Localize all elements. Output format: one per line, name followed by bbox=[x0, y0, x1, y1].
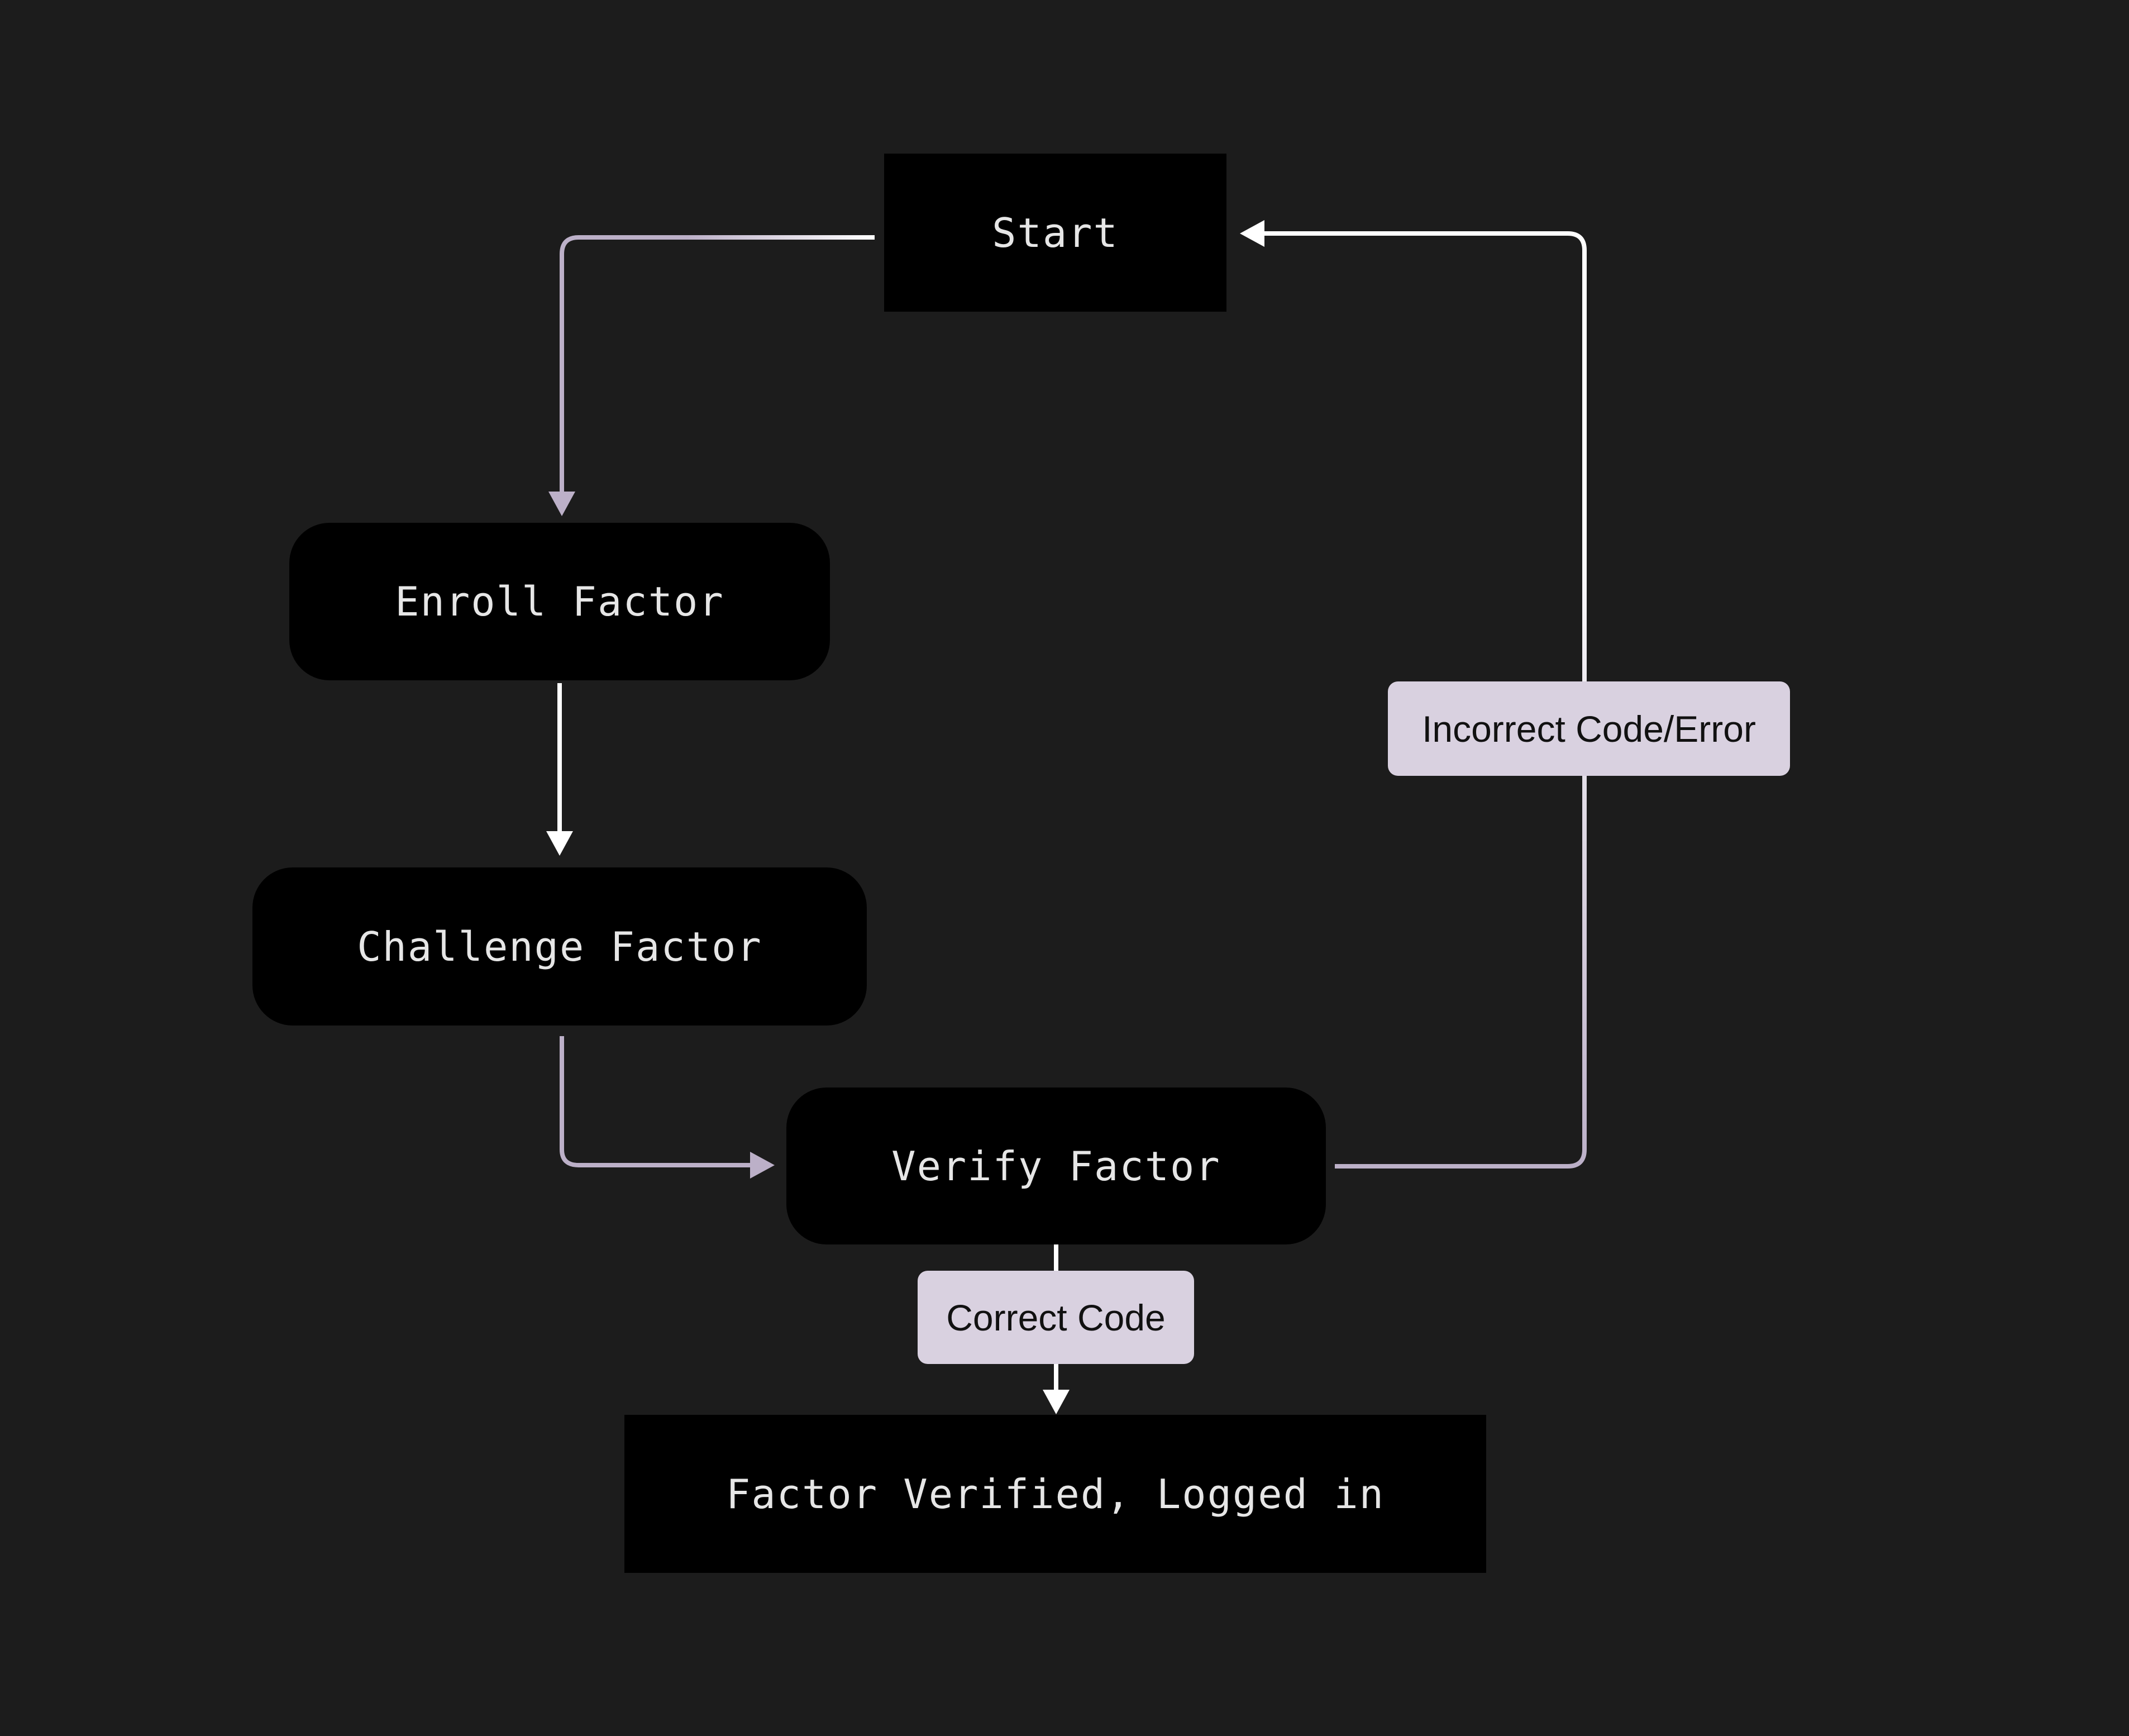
node-factor-verified: Factor Verified, Logged in bbox=[624, 1415, 1486, 1573]
node-verify-factor: Verify Factor bbox=[786, 1088, 1326, 1244]
node-done-label: Factor Verified, Logged in bbox=[725, 1470, 1385, 1518]
node-enroll-label: Enroll Factor bbox=[395, 578, 724, 625]
node-challenge-label: Challenge Factor bbox=[357, 923, 762, 970]
node-start: Start bbox=[884, 154, 1226, 312]
edge-start-to-enroll bbox=[560, 235, 875, 492]
edge-challenge-to-verify bbox=[560, 1036, 751, 1167]
node-challenge-factor: Challenge Factor bbox=[252, 867, 867, 1026]
edge-label-incorrect-code: Incorrect Code/Error bbox=[1388, 681, 1790, 776]
arrowhead-done bbox=[1043, 1390, 1070, 1414]
node-start-label: Start bbox=[992, 209, 1119, 256]
arrowhead-verify bbox=[750, 1152, 775, 1179]
edge-label-correct-code: Correct Code bbox=[918, 1271, 1194, 1364]
arrowhead-challenge bbox=[546, 831, 573, 856]
node-enroll-factor: Enroll Factor bbox=[289, 523, 830, 680]
arrowhead-start bbox=[1240, 220, 1264, 247]
arrowhead-enroll bbox=[548, 492, 575, 516]
node-verify-label: Verify Factor bbox=[891, 1142, 1221, 1190]
